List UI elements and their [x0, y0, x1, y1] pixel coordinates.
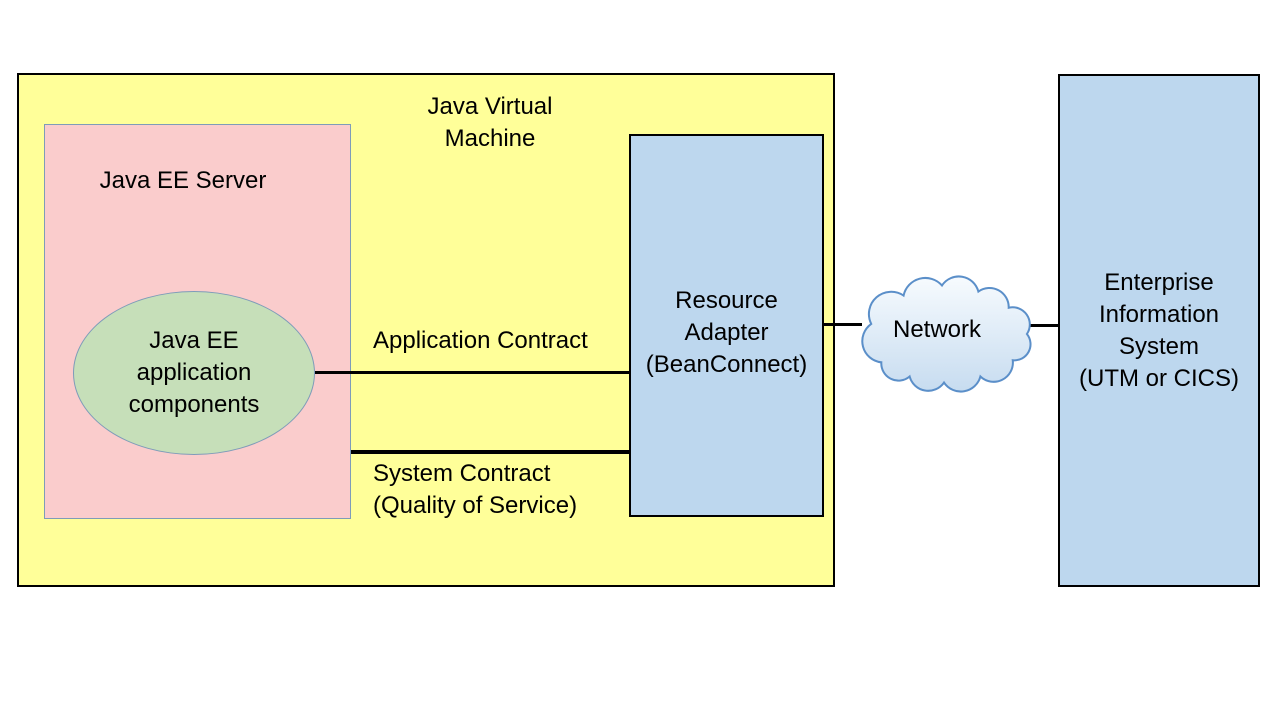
network-to-eis-line [1028, 324, 1058, 327]
jvm-title: Java Virtual Machine [427, 93, 553, 152]
components-ellipse: Java EE application components [73, 291, 315, 455]
eis-box: Enterprise Information System (UTM or CI… [1058, 74, 1260, 587]
network-label: Network [892, 316, 982, 343]
system-contract-label: System Contract (Quality of Service) [373, 460, 578, 519]
adapter-to-network-line [824, 323, 862, 326]
resource-adapter-box: Resource Adapter (BeanConnect) [629, 134, 824, 517]
resource-adapter-label: Resource Adapter (BeanConnect) [645, 286, 808, 378]
application-contract-label: Application Contract [373, 327, 588, 354]
java-ee-server-title: Java EE Server [99, 167, 267, 194]
network-cloud [851, 271, 1035, 397]
application-contract-line [315, 371, 629, 374]
components-label: Java EE application components [128, 327, 260, 418]
system-contract-line [351, 450, 629, 454]
cloud-icon [861, 275, 1032, 393]
eis-label: Enterprise Information System (UTM or CI… [1079, 268, 1239, 392]
